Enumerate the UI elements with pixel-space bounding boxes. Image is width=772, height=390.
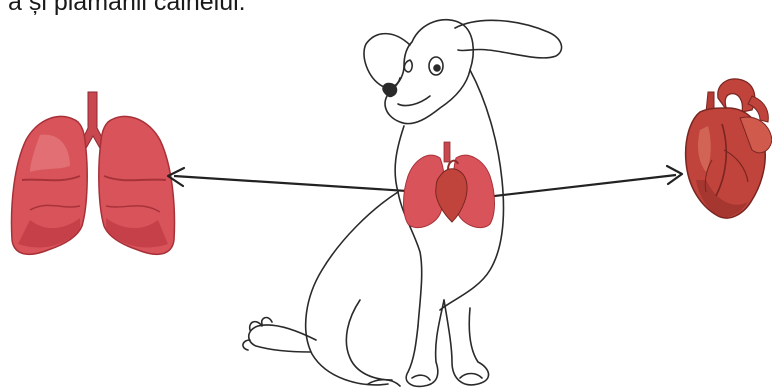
dog-chest-organs — [404, 142, 495, 228]
heart-illustration — [686, 79, 772, 218]
chest-trachea — [444, 142, 450, 162]
heart-aorta — [718, 79, 755, 112]
dog-tail-fur — [243, 318, 272, 350]
dog-hind-body — [306, 192, 398, 385]
dog-hind-leg — [346, 300, 392, 380]
dog-eye-small — [404, 60, 412, 72]
dog-outline — [243, 20, 562, 387]
dog-paw-left — [412, 375, 430, 380]
dog-nose — [383, 84, 396, 97]
dog-paw-right — [460, 374, 482, 379]
dog-mouth — [398, 96, 430, 106]
dog-front-leg-left — [406, 300, 444, 386]
dog-ear-right — [455, 20, 562, 58]
dog-front-leg-right — [444, 300, 489, 385]
dog-head — [385, 20, 473, 124]
lungs-illustration — [12, 92, 175, 254]
dog-pupil — [434, 65, 440, 71]
dog-ear-left — [364, 34, 410, 88]
